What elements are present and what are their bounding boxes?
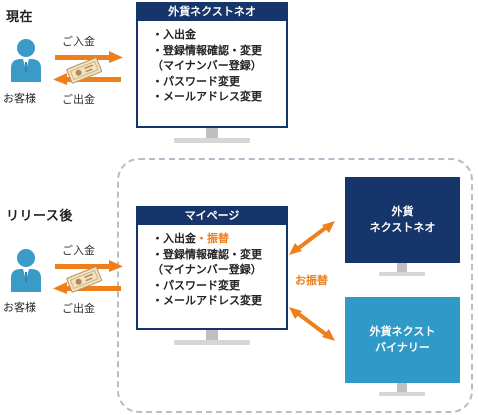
monitor-current: 外貨ネクストネオ ・入出金 ・登録情報確認・変更 （マイナンバー登録） ・パスワ…: [136, 2, 288, 128]
customer-label-release: お客様: [3, 301, 36, 314]
monitor-screen-current: ・入出金 ・登録情報確認・変更 （マイナンバー登録） ・パスワード変更 ・メール…: [136, 21, 288, 128]
monitor-stand-base: [379, 392, 425, 396]
feature-item: ・入出金・振替: [152, 231, 286, 247]
feature-item: （マイナンバー登録）: [152, 59, 262, 72]
deposit-label-release: ご入金: [62, 244, 95, 257]
double-arrow-icon: [289, 307, 335, 341]
release-region: [117, 158, 473, 413]
person-icon: [11, 39, 41, 82]
target-neo-line2: ネクストネオ: [369, 221, 436, 234]
target-screen-neo: 外貨 ネクストネオ: [345, 177, 460, 263]
monitor-stand-base: [174, 340, 250, 345]
target-screen-binary: 外貨ネクスト バイナリー: [345, 297, 460, 383]
customer-label-current: お客様: [3, 92, 36, 105]
monitor-stand-base: [379, 272, 425, 276]
feature-item: ・パスワード変更: [152, 278, 240, 292]
feature-item: ・登録情報確認・変更: [152, 43, 262, 57]
target-binary-line1: 外貨ネクスト: [369, 325, 436, 338]
section-label-current: 現在: [6, 10, 34, 25]
banknote-icon: [66, 57, 102, 84]
monitor-stand-neck: [397, 263, 407, 272]
monitor-title-current: 外貨ネクストネオ: [136, 2, 288, 21]
section-label-release: リリース後: [6, 209, 73, 224]
monitor-stand-base: [174, 138, 250, 143]
feature-list-current: ・入出金 ・登録情報確認・変更 （マイナンバー登録） ・パスワード変更 ・メール…: [152, 27, 286, 105]
person-icon: [11, 249, 41, 292]
monitor-stand-neck: [206, 128, 218, 138]
feature-item: ・メールアドレス変更: [152, 90, 262, 103]
feature-item: （マイナンバー登録）: [152, 263, 262, 276]
feature-item: ・登録情報確認・変更: [152, 247, 262, 261]
monitor-stand-neck: [397, 383, 407, 392]
feature-item: ・パスワード変更: [152, 74, 240, 88]
withdraw-label-current: ご出金: [62, 93, 95, 106]
monitor-screen-mypage: ・入出金・振替 ・登録情報確認・変更 （マイナンバー登録） ・パスワード変更 ・…: [136, 225, 288, 330]
arrow-left-icon: [53, 73, 121, 85]
monitor-mypage: マイページ ・入出金・振替 ・登録情報確認・変更 （マイナンバー登録） ・パスワ…: [136, 206, 288, 330]
target-binary-line2: バイナリー: [375, 341, 430, 354]
feature-list-mypage: ・入出金・振替 ・登録情報確認・変更 （マイナンバー登録） ・パスワード変更 ・…: [152, 231, 286, 309]
double-arrow-icon: [289, 221, 335, 255]
monitor-title-mypage: マイページ: [136, 206, 288, 225]
transfer-label: お振替: [295, 274, 328, 287]
deposit-label-current: ご入金: [62, 35, 95, 48]
feature-item-main: ・入出金: [152, 232, 196, 245]
target-neo-line1: 外貨: [391, 205, 414, 218]
arrow-left-icon: [53, 282, 121, 294]
monitor-stand-neck: [206, 330, 218, 340]
arrow-right-icon: [55, 51, 123, 63]
feature-item: ・入出金: [152, 28, 196, 41]
banknote-icon: [66, 266, 102, 293]
feature-item-accent: ・振替: [196, 232, 229, 245]
arrow-right-icon: [55, 260, 123, 272]
withdraw-label-release: ご出金: [62, 302, 95, 315]
feature-item: ・メールアドレス変更: [152, 294, 262, 307]
